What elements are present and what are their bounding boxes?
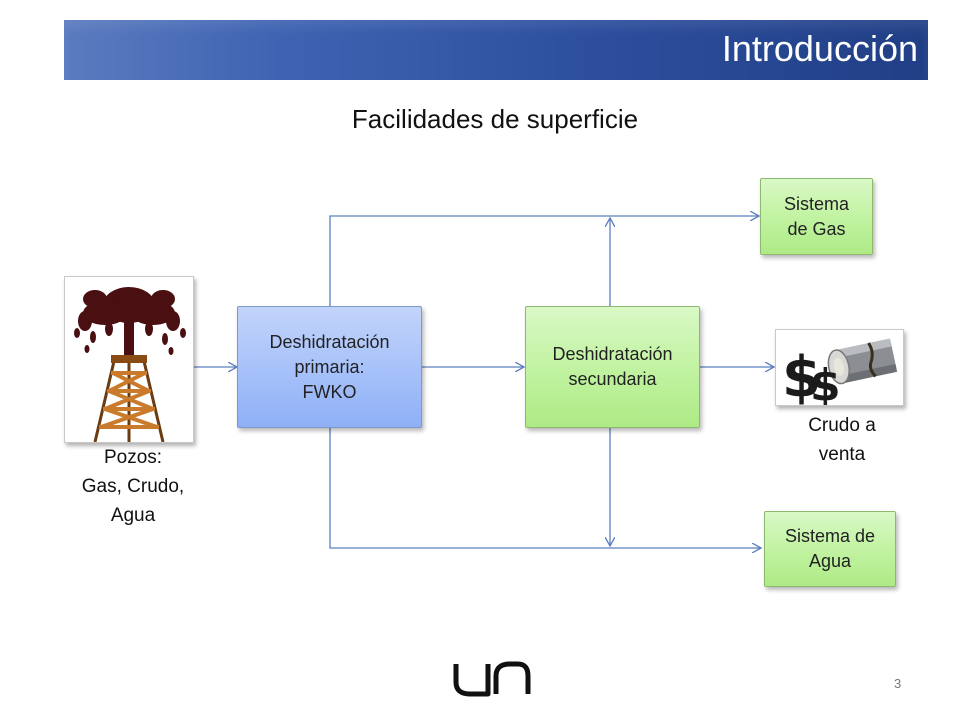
secondary-box-line: Deshidratación: [552, 344, 673, 364]
secondary-dehydration-box: Deshidratación secundaria: [525, 306, 700, 428]
gas-system-box: Sistema de Gas: [760, 178, 873, 255]
slide-title: Introducción: [721, 28, 918, 69]
wells-label-line: Pozos:: [103, 447, 163, 468]
water-system-box: Sistema de Agua: [764, 511, 896, 587]
primary-box-line: Deshidratación: [269, 331, 390, 352]
oil-barrel-dollar-icon: $ $: [782, 338, 898, 411]
wells-label: Pozos: Gas, Crudo, Agua: [60, 443, 206, 530]
un-logo: [453, 661, 531, 697]
arrow-primary-to-water: [329, 428, 760, 548]
oil-well-gusher-icon: [74, 287, 186, 443]
wells-image: [64, 276, 194, 443]
wells-label-line: Gas, Crudo,: [81, 476, 185, 497]
water-box-line: Sistema de: [784, 526, 876, 546]
gas-box-line: de Gas: [787, 218, 846, 239]
diagram-subtitle: Facilidades de superficie: [351, 104, 639, 134]
dollar-sign-glyph: $: [782, 345, 821, 405]
wells-label-line: Agua: [110, 505, 156, 526]
svg-text:$: $: [810, 360, 841, 405]
crude-image: $ $: [775, 329, 904, 411]
header-bar: Introducción: [64, 20, 928, 80]
gas-box-line: Sistema: [783, 193, 850, 214]
primary-box-line: primaria:: [294, 356, 365, 377]
primary-dehydration-box: Deshidratación primaria: FWKO: [237, 306, 422, 428]
water-box-line: Agua: [808, 551, 852, 571]
crude-label-line: Crudo a: [808, 415, 876, 436]
primary-box-line: FWKO: [302, 381, 357, 402]
crude-label-line: venta: [818, 444, 866, 465]
crude-label: Crudo a venta: [772, 411, 912, 469]
secondary-box-line: secundaria: [568, 369, 657, 389]
page-number: 3: [894, 676, 902, 691]
arrow-primary-to-gas: [329, 216, 758, 306]
